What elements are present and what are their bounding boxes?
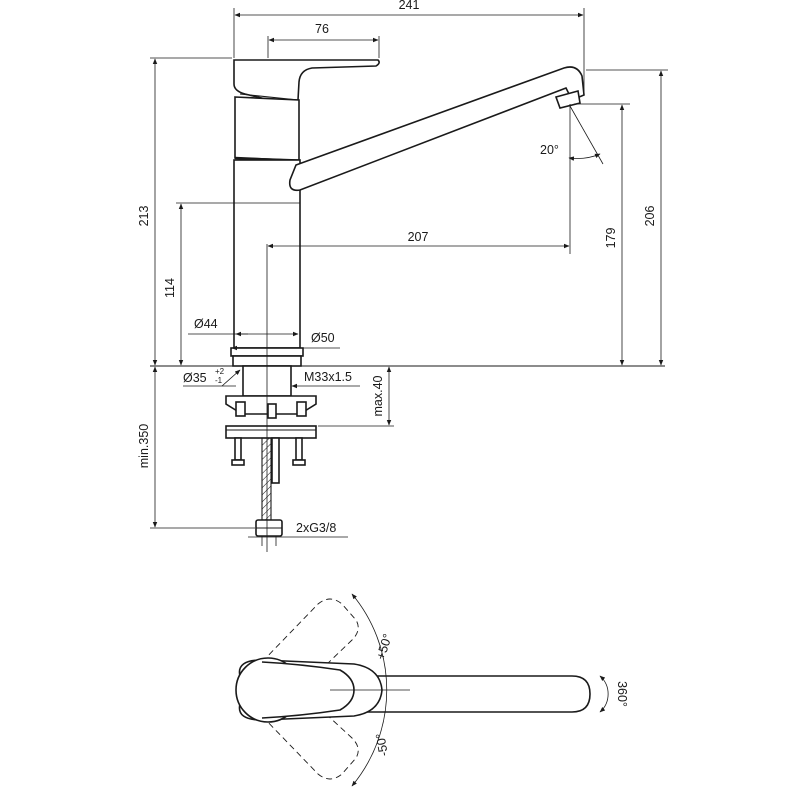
dim-114-label: 114	[163, 278, 177, 298]
dim-179-label: 179	[604, 228, 618, 249]
mounting-nut	[225, 425, 317, 439]
dim-76-label: 76	[315, 22, 329, 36]
spout-rotation-arc	[599, 675, 609, 713]
dimensions: 241 76 213 114 207 179 206 20° Ø44	[137, 0, 668, 546]
dim-20deg-arc	[568, 153, 601, 161]
faucet-spout	[288, 66, 585, 192]
dim-44-label: Ø44	[194, 317, 218, 331]
dim-207-label: 207	[408, 230, 429, 244]
dim-20deg-label: 20°	[540, 143, 559, 157]
supply-hose	[261, 437, 272, 521]
dim-35-label: Ø35	[183, 371, 207, 385]
dim-35-tol-minus: -1	[215, 376, 223, 385]
dim-m33-label: M33x1.5	[304, 370, 352, 384]
faucet-top-view: +50° -50° 360°	[235, 593, 629, 787]
label-360: 360°	[615, 681, 629, 707]
faucet-upper-body	[234, 96, 300, 161]
dim-g38-label: 2xG3/8	[296, 521, 336, 535]
faucet-front-view	[150, 59, 665, 552]
label-minus-50: -50°	[373, 732, 391, 757]
dim-241-label: 241	[399, 0, 420, 12]
dim-35-tol-plus: +2	[215, 367, 225, 376]
dim-213-label: 213	[137, 206, 151, 227]
dim-206-label: 206	[643, 206, 657, 227]
faucet-handle	[233, 59, 380, 103]
dim-min350-label: min.350	[137, 424, 151, 469]
top-view-spout	[329, 675, 591, 713]
faucet-aerator	[554, 89, 581, 109]
dim-max40-label: max.40	[371, 375, 385, 416]
dim-50-label: Ø50	[311, 331, 335, 345]
